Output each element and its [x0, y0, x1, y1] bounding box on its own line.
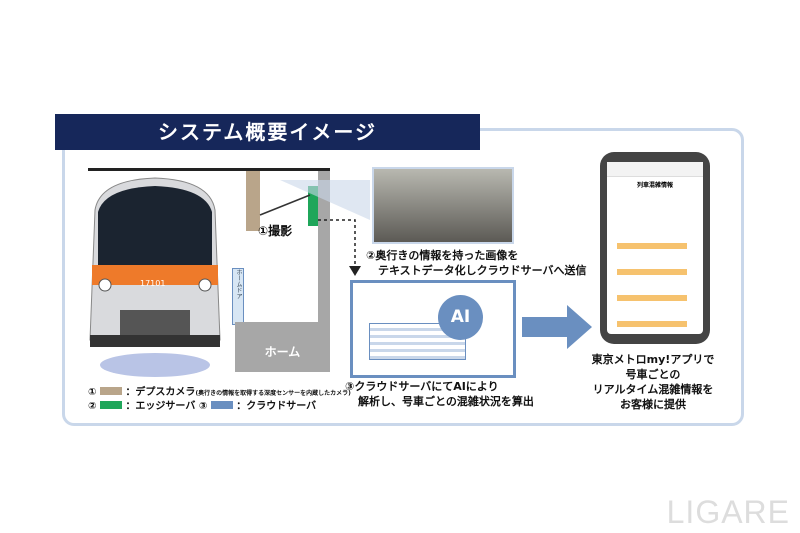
legend-num: ② [88, 401, 97, 412]
diagram-title: システム概要イメージ [55, 114, 480, 150]
legend-num: ③ [198, 401, 208, 412]
caption-line: お客様に提供 [620, 398, 686, 411]
ai-head-icon: AI [438, 295, 483, 340]
ceiling-line [88, 168, 330, 171]
caption-line: 号車ごとの [625, 368, 681, 381]
legend-label: ：デプスカメラ [125, 387, 196, 398]
step3-line1: ③クラウドサーバにてAIにより [345, 380, 499, 393]
edge-server [308, 186, 318, 226]
depth-camera [246, 171, 260, 231]
camera-photo [372, 167, 514, 244]
caption-line: 東京メトロmy!アプリで [591, 353, 715, 366]
step3-line2: 解析し、号車ごとの混雑状況を算出 [358, 395, 534, 408]
legend-note: (奥行きの情報を取得する深度センサーを内蔵したカメラ) [195, 390, 351, 397]
caption-line: リアルタイム混雑情報を [592, 383, 714, 396]
legend-label: ：クラウドサーバ [236, 401, 317, 412]
legend-item-servers: ② ：エッジサーバ ③ ：クラウドサーバ [88, 397, 316, 412]
app-header: 列車混雑情報 [636, 182, 673, 189]
cloud-server-box: AI [350, 280, 516, 378]
smartphone: 列車混雑情報 [600, 152, 710, 344]
congestion-rows [617, 229, 687, 329]
camera-label: ①撮影 [258, 224, 293, 238]
legend-item-camera: ① ：デプスカメラ(奥行きの情報を取得する深度センサーを内蔵したカメラ) [88, 383, 351, 398]
camera-swatch [99, 387, 122, 395]
train-number: 17101 [140, 279, 166, 288]
train-illustration [89, 177, 221, 377]
platform: ホーム [235, 322, 330, 372]
legend-num: ① [88, 387, 97, 398]
watermark: LIGARE [666, 494, 790, 530]
legend-label: ：エッジサーバ [125, 401, 196, 412]
step2-line1: ②奥行きの情報を持った画像を [366, 249, 519, 262]
connector-lines [259, 180, 370, 276]
wall [318, 171, 330, 331]
cloud-swatch [210, 401, 233, 409]
app-caption: 東京メトロmy!アプリで 号車ごとの リアルタイム混雑情報を お客様に提供 [588, 352, 718, 412]
step2-line2: テキストデータ化しクラウドサーバへ送信 [378, 264, 587, 277]
arrow-right-icon [522, 305, 592, 349]
edge-swatch [99, 401, 122, 409]
